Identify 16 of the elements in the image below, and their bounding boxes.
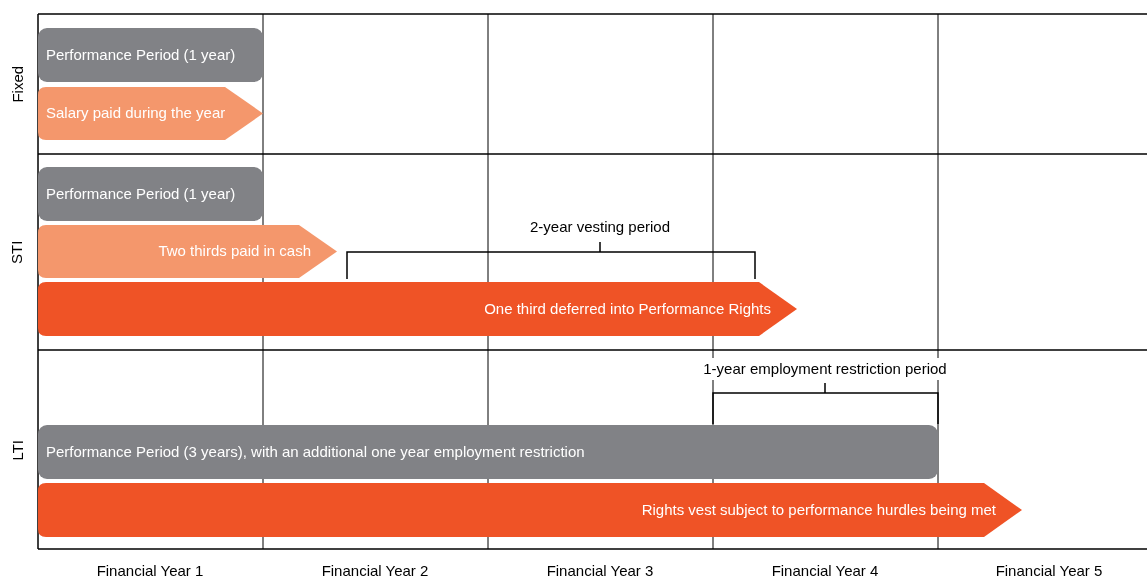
bar-label: Salary paid during the year [46, 103, 226, 124]
column-label: Financial Year 4 [771, 560, 879, 577]
bracket-label: 1-year employment restriction period [703, 357, 947, 381]
column-label: Financial Year 2 [321, 560, 429, 577]
bar-label: Rights vest subject to performance hurdles being met [641, 499, 996, 520]
bar-label: Performance Period (3 years), with an additional one year employment restriction [46, 441, 585, 462]
column-label: Financial Year 1 [96, 560, 204, 577]
row-label: LTI [7, 439, 27, 461]
bar-label: Performance Period (1 year) [46, 183, 236, 204]
bar-label: Two thirds paid in cash [158, 241, 311, 262]
column-label: Financial Year 3 [546, 560, 654, 577]
column-label: Financial Year 5 [995, 560, 1103, 577]
bar-label: Performance Period (1 year) [46, 44, 236, 65]
row-label: STI [7, 240, 27, 264]
row-label: Fixed [7, 65, 27, 103]
bar-label: One third deferred into Performance Rights [484, 298, 771, 319]
